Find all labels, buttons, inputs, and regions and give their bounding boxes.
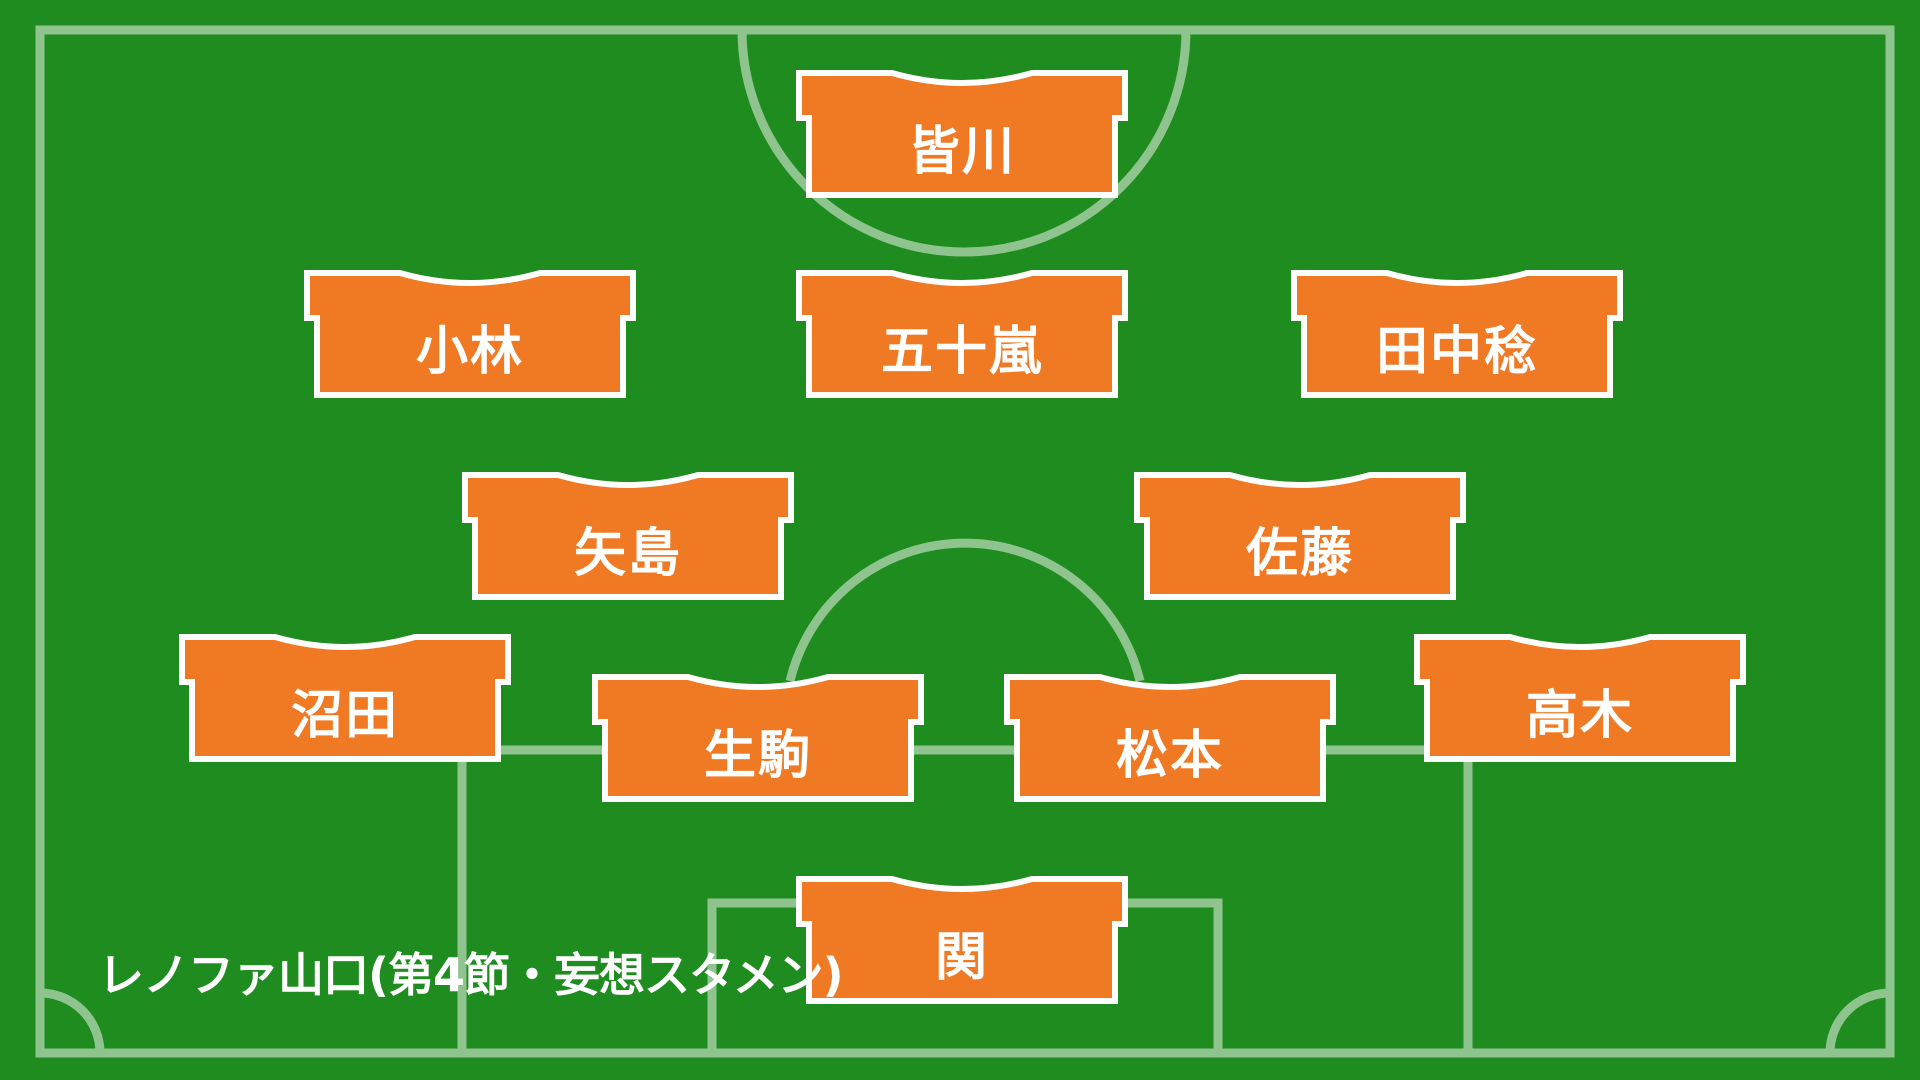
player-name: 小林 [415, 321, 524, 382]
player-shirt-right-back: 高木 [1410, 632, 1750, 764]
shirt-icon [1004, 674, 1336, 802]
shirt-icon [179, 634, 511, 762]
player-shirt-gk-top: 皆川 [792, 68, 1132, 200]
corner-arc-right [1825, 988, 1891, 1054]
player-shirt-right-mid: 佐藤 [1130, 470, 1470, 602]
player-name: 沼田 [290, 685, 399, 746]
shirt-icon [796, 70, 1128, 198]
shirt-icon [1291, 270, 1623, 398]
center-circle [737, 29, 1191, 257]
corner-arc-left [39, 988, 105, 1054]
shirt-icon [1134, 472, 1466, 600]
player-shirt-center-upper: 五十嵐 [792, 268, 1132, 400]
shirt-icon [1414, 634, 1746, 762]
player-shirt-center-back-right: 松本 [1000, 672, 1340, 804]
player-shirt-left-back: 沼田 [175, 632, 515, 764]
shirt-icon [462, 472, 794, 600]
player-shirt-right-upper: 田中稔 [1287, 268, 1627, 400]
shirt-icon [796, 270, 1128, 398]
penalty-arc [785, 538, 1145, 683]
player-shirt-left-upper: 小林 [300, 268, 640, 400]
player-shirt-center-back-left: 生駒 [588, 672, 928, 804]
player-name: 生駒 [703, 725, 812, 786]
player-name: 田中稔 [1375, 321, 1538, 382]
player-shirt-left-mid: 矢島 [458, 470, 798, 602]
player-shirt-gk-bottom: 関 [792, 874, 1132, 1006]
lineup-caption: レノファ山口(第4節・妄想スタメン) [98, 948, 844, 1002]
shirt-icon [304, 270, 636, 398]
player-name: 皆川 [907, 121, 1016, 182]
player-name: 佐藤 [1245, 523, 1354, 584]
pitch-outline [35, 25, 1895, 1058]
penalty-area [457, 745, 1473, 1053]
player-name: 松本 [1115, 725, 1224, 786]
player-name: 五十嵐 [880, 321, 1043, 382]
player-name: 関 [934, 927, 989, 988]
player-name: 高木 [1525, 685, 1634, 746]
shirt-icon [592, 674, 924, 802]
shirt-icon [796, 876, 1128, 1004]
player-name: 矢島 [573, 523, 682, 584]
